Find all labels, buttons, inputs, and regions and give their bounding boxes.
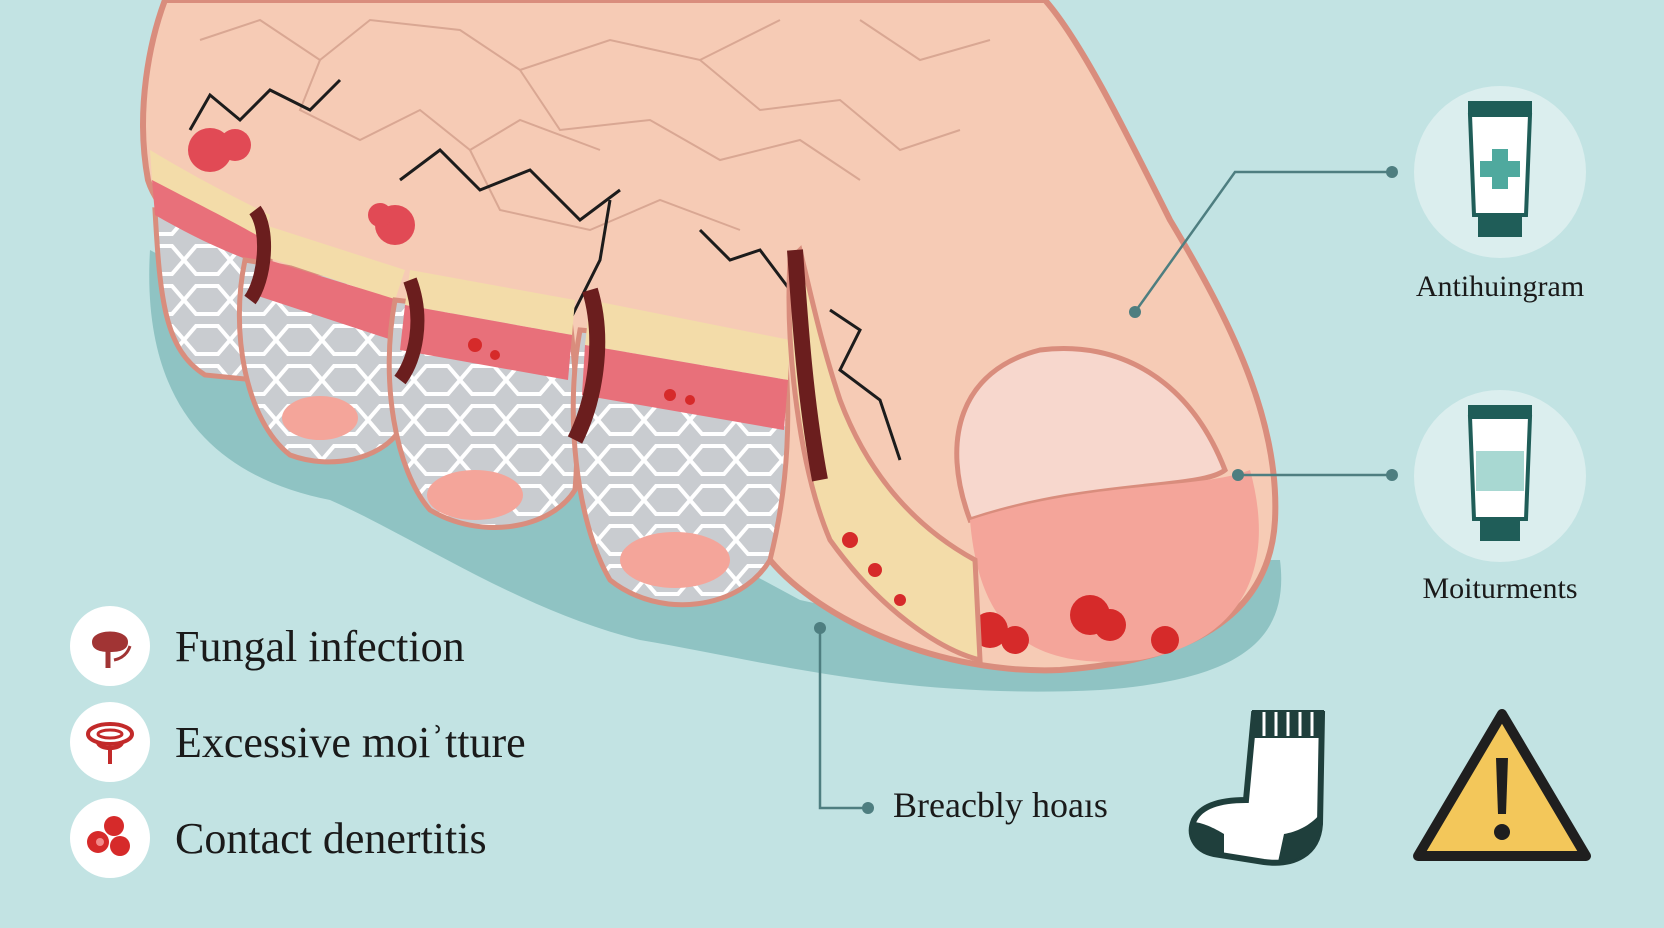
leader-lines bbox=[818, 170, 1392, 810]
moisturizer-label: Moiturments bbox=[1422, 572, 1578, 605]
leader-dots bbox=[814, 166, 1398, 814]
big-toe-tip bbox=[970, 470, 1259, 662]
cause-label: Contact denertitis bbox=[175, 813, 487, 863]
toe-4 bbox=[567, 287, 791, 608]
big-toe-nail bbox=[954, 346, 1228, 524]
cause-contact-dermatitis: Contact denertitis bbox=[70, 796, 487, 880]
leader-line-breathable bbox=[818, 628, 868, 810]
cause-excessive-moisture: Excessive moiʾtture bbox=[70, 700, 526, 784]
cause-fungal-infection: Fungal infection bbox=[70, 604, 465, 688]
antifungal-product bbox=[1414, 86, 1586, 258]
toe-5-side bbox=[786, 245, 983, 664]
skin-cracks bbox=[199, 18, 991, 232]
cause-label: Excessive moiʾtture bbox=[175, 717, 526, 767]
moisturizer-product bbox=[1414, 390, 1586, 562]
toe-2 bbox=[236, 205, 405, 465]
moisture-icon bbox=[86, 722, 134, 764]
leader-line-antifungal bbox=[1133, 170, 1392, 313]
big-toe-lesions bbox=[972, 595, 1179, 654]
breathable-socks-label: Breacbly hoaıs bbox=[893, 785, 1108, 825]
warning-illustration bbox=[1410, 706, 1594, 866]
antifungal-label: Antihuingram bbox=[1415, 270, 1585, 303]
cause-label: Fungal infection bbox=[175, 621, 465, 671]
warning-icon bbox=[1413, 709, 1591, 861]
cream-tube-icon bbox=[1467, 101, 1533, 237]
toe-3 bbox=[386, 270, 580, 530]
sock-icon bbox=[1188, 710, 1326, 866]
fungus-icon bbox=[92, 631, 132, 668]
moisturizer-tube-icon bbox=[1467, 405, 1533, 541]
dermatitis-icon bbox=[87, 816, 130, 856]
top-lesions bbox=[188, 128, 415, 245]
sock-illustration bbox=[1184, 704, 1334, 872]
